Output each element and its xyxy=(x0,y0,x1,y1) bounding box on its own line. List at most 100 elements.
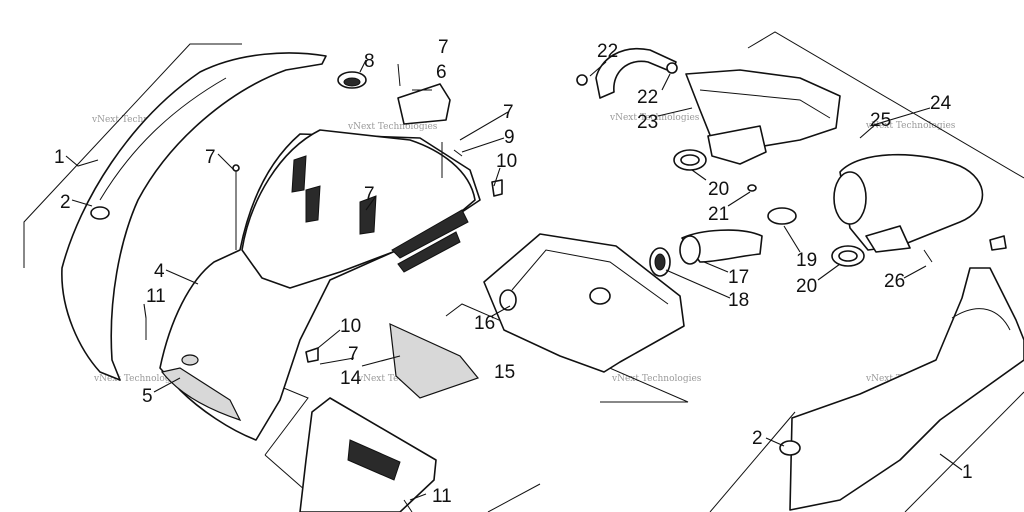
duct-seal-inner xyxy=(680,154,700,166)
airbox-grommet xyxy=(499,289,517,311)
screw-head xyxy=(232,164,240,172)
duct-seal-b-inner xyxy=(838,250,858,262)
leader xyxy=(461,137,505,153)
leader xyxy=(939,453,963,471)
callout-22: 22 xyxy=(637,87,658,108)
callout-19: 19 xyxy=(796,250,817,271)
guide-line-bottom xyxy=(487,483,541,512)
callout-2: 2 xyxy=(60,192,71,213)
hood-opening-2 xyxy=(359,195,377,235)
callout-18: 18 xyxy=(728,290,749,311)
guide-line-left xyxy=(23,43,242,268)
watermark: vNext Technologies xyxy=(93,374,184,384)
airbox-rim xyxy=(511,249,669,305)
duct-crease xyxy=(699,89,831,119)
side-panel-right-crease xyxy=(951,308,1011,331)
screw xyxy=(397,63,401,87)
callout-15: 15 xyxy=(494,362,515,383)
windshield-frame xyxy=(241,129,476,289)
callout-20: 20 xyxy=(708,179,729,200)
grommet-hole xyxy=(343,77,361,87)
callout-7: 7 xyxy=(503,102,514,123)
callout-10: 10 xyxy=(340,316,361,337)
leader xyxy=(361,355,401,367)
watermark: vNext Technologies xyxy=(347,122,438,132)
callout-7: 7 xyxy=(205,147,216,168)
callout-7: 7 xyxy=(364,184,375,205)
reflector-left xyxy=(90,206,110,220)
callout-1: 1 xyxy=(962,462,973,483)
callout-9: 9 xyxy=(504,127,515,148)
bracket xyxy=(397,83,451,125)
resonator-inlet xyxy=(833,171,867,225)
guide-line-right-top xyxy=(747,31,1024,179)
callout-25: 25 xyxy=(870,110,891,131)
callout-17: 17 xyxy=(728,267,749,288)
leader xyxy=(71,199,93,207)
callout-22: 22 xyxy=(597,41,618,62)
hood-opening-3 xyxy=(291,155,307,193)
connector xyxy=(989,235,1007,251)
hood-opening xyxy=(305,185,321,223)
callout-24: 24 xyxy=(930,93,952,114)
side-panel-right xyxy=(789,267,1024,511)
leader xyxy=(143,303,147,319)
callout-21: 21 xyxy=(708,204,729,225)
intake-boot xyxy=(681,229,763,263)
hood-vent-grille xyxy=(160,367,242,422)
leader xyxy=(491,305,511,317)
callout-11: 11 xyxy=(432,486,452,507)
clip xyxy=(491,179,503,197)
callout-11: 11 xyxy=(146,286,166,307)
callout-7: 7 xyxy=(438,37,449,58)
callout-10: 10 xyxy=(496,151,517,172)
callout-20: 20 xyxy=(796,276,817,297)
airbox-port xyxy=(589,287,611,305)
callout-4: 4 xyxy=(154,261,165,282)
leader xyxy=(783,225,801,253)
watermark: vNext Technologies xyxy=(865,121,956,131)
hood-vent-slot xyxy=(391,209,469,259)
leader xyxy=(859,123,877,139)
resonator-mount xyxy=(865,225,911,253)
watermark: vNext Technologies xyxy=(609,113,700,123)
callout-6: 6 xyxy=(436,62,447,83)
leader xyxy=(365,195,377,211)
clip xyxy=(305,347,319,363)
leader xyxy=(869,107,931,127)
leader xyxy=(589,61,607,77)
boot-end xyxy=(679,235,701,265)
hose-clamp-band xyxy=(767,207,797,225)
callout-2: 2 xyxy=(752,428,763,449)
lower-panel-vent xyxy=(347,439,401,481)
side-panel-left xyxy=(61,52,327,381)
watermark: vNext Technologies xyxy=(91,115,182,125)
leader xyxy=(459,111,509,141)
air-intake-duct-lower xyxy=(707,125,767,165)
rivet xyxy=(453,149,463,157)
leader xyxy=(409,493,427,501)
leader xyxy=(165,269,199,285)
leader xyxy=(493,167,501,187)
reflector-right xyxy=(779,440,801,456)
leader xyxy=(727,191,751,207)
leader xyxy=(765,437,785,447)
leader xyxy=(359,59,367,73)
leader xyxy=(691,169,707,181)
callout-23: 23 xyxy=(637,112,658,133)
washer xyxy=(747,184,757,192)
screw xyxy=(403,499,413,512)
heat-shield xyxy=(389,323,480,399)
leader xyxy=(317,329,341,349)
callout-26: 26 xyxy=(884,271,905,292)
callout-16: 16 xyxy=(474,313,495,334)
watermark: vNext Technologies xyxy=(611,374,702,384)
leader xyxy=(817,263,841,281)
intake-resonator xyxy=(839,153,984,251)
air-intake-duct-upper xyxy=(685,69,841,151)
coupler-hole xyxy=(654,253,666,271)
leader xyxy=(903,265,927,279)
callout-7: 7 xyxy=(348,344,359,365)
guide-line-right-bottom xyxy=(709,411,796,512)
leader xyxy=(319,357,355,365)
